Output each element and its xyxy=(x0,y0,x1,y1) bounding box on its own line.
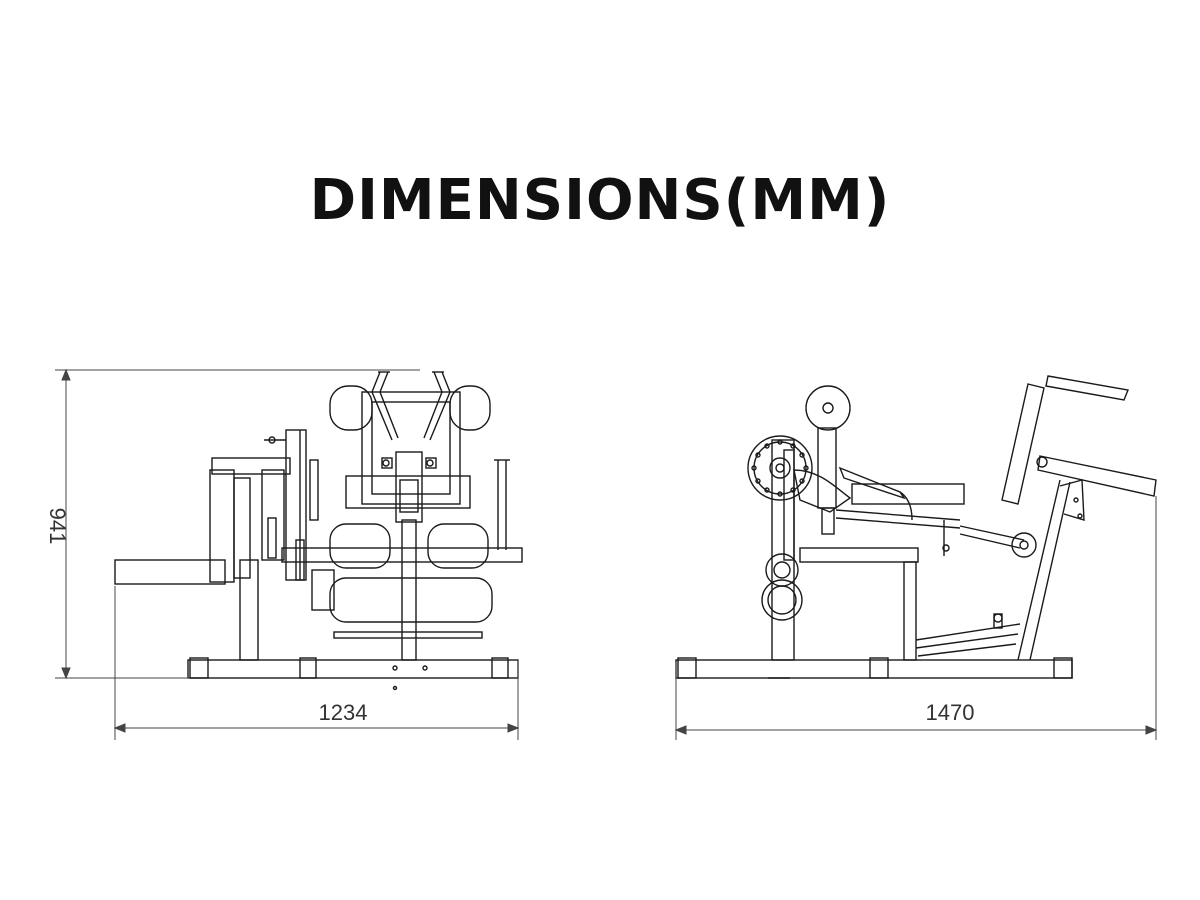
side-length-dimension-label: 1470 xyxy=(926,700,975,725)
side-view xyxy=(675,375,1157,679)
page-title: DIMENSIONS(MM) xyxy=(309,168,891,233)
height-dimension-label: 941 xyxy=(45,508,70,545)
dimension-lines xyxy=(55,368,1158,740)
front-width-dimension-label: 1234 xyxy=(319,700,368,725)
front-view xyxy=(114,371,523,691)
